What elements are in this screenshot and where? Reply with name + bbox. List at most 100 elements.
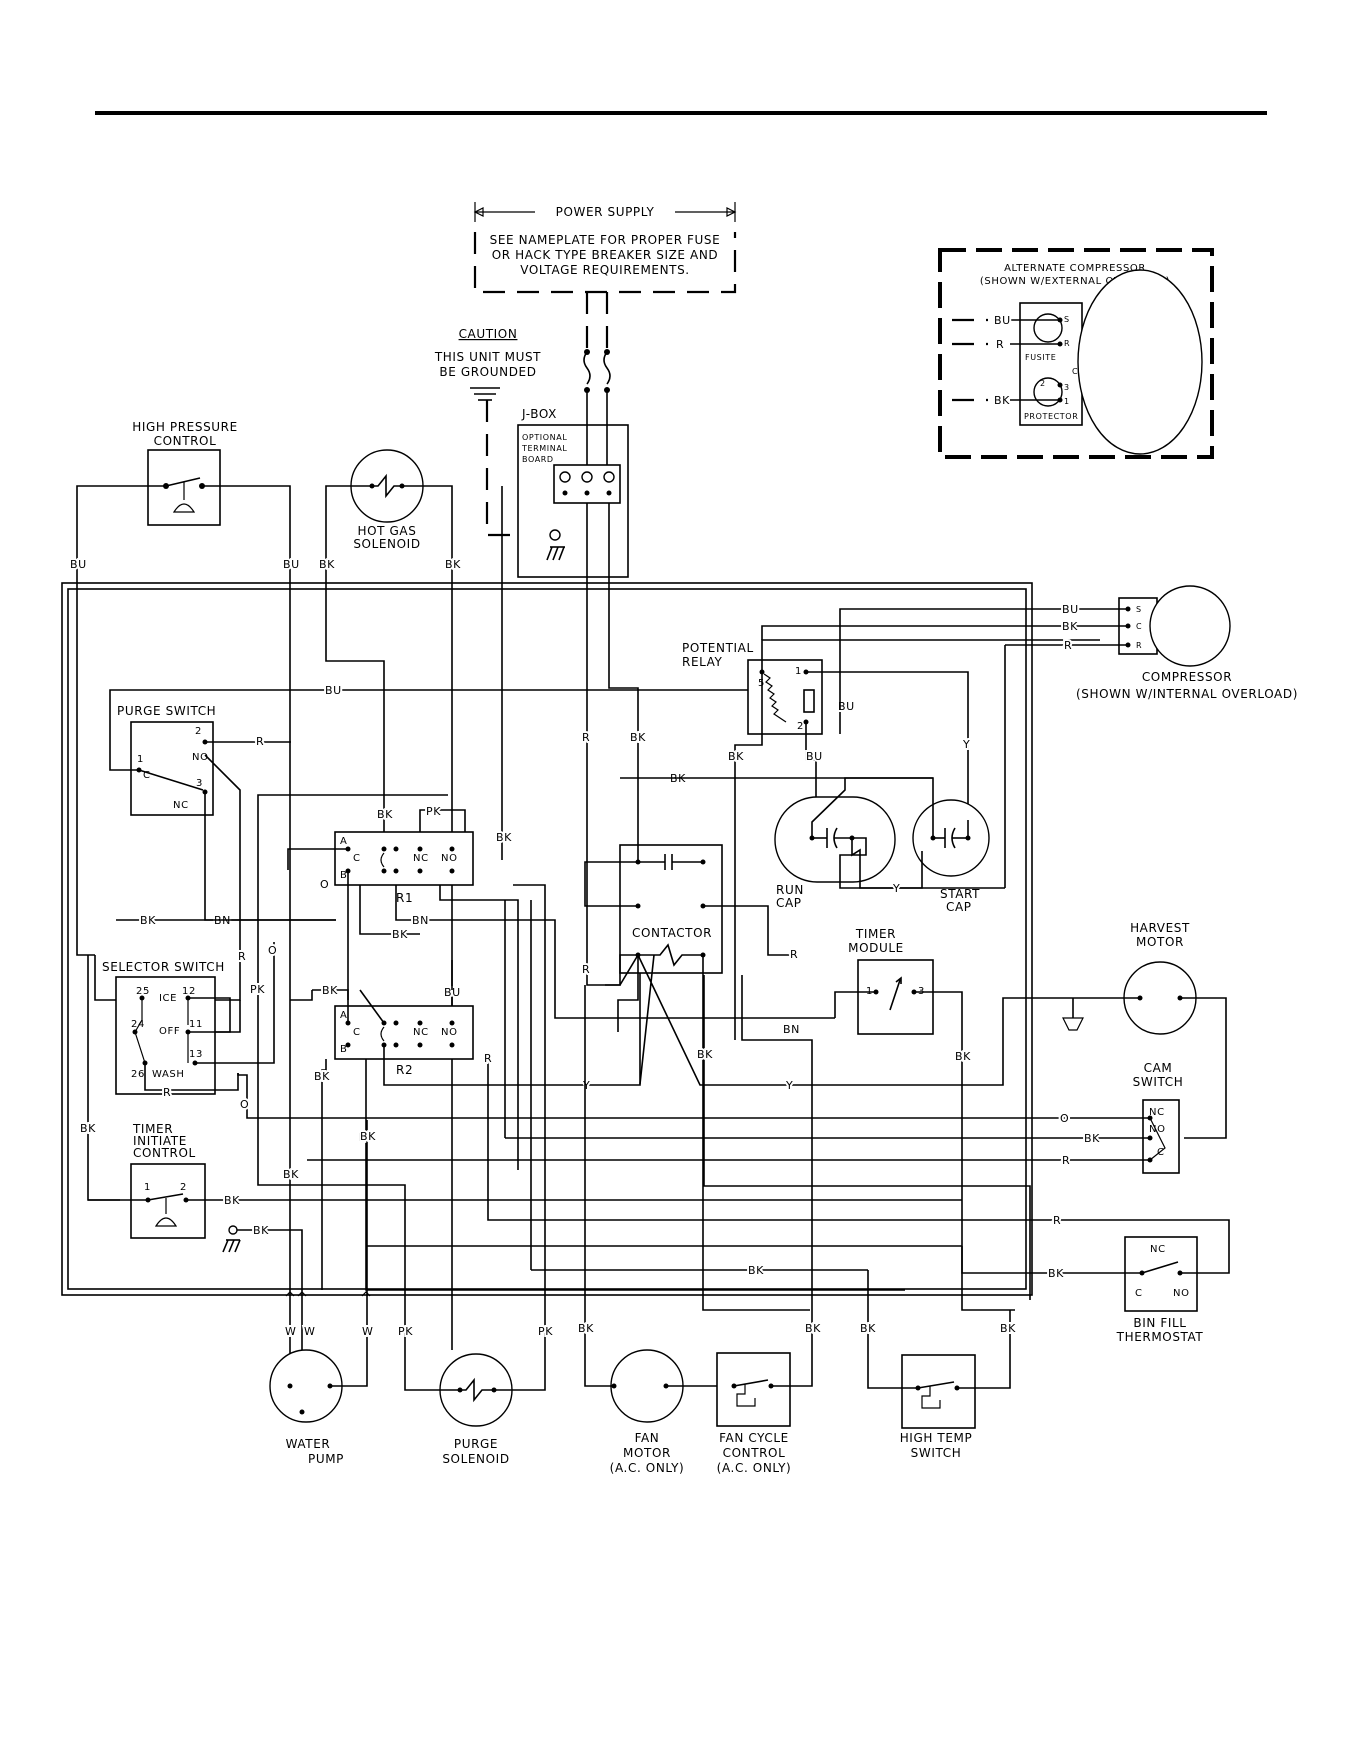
- wire-lbl-r-cam: R: [1062, 1154, 1070, 1167]
- sel-wash: WASH: [152, 1069, 184, 1080]
- wire-lbl-bu-pr: BU: [806, 750, 823, 763]
- cam-switch: CAM SWITCH NC NO C: [1133, 1061, 1184, 1174]
- wire-lbl-r-r2: R: [484, 1052, 492, 1065]
- fan-motor-label-2: MOTOR: [623, 1446, 671, 1460]
- sel-26: 26: [131, 1069, 145, 1080]
- power-supply-note-3: VOLTAGE REQUIREMENTS.: [520, 263, 689, 277]
- harvest-motor-label-2: MOTOR: [1136, 935, 1184, 949]
- wire-lbl-r-purge: R: [256, 735, 264, 748]
- alt-protector: PROTECTOR: [1024, 412, 1078, 421]
- wire-lbl-o-sel: O: [268, 944, 277, 957]
- hot-gas-solenoid: HOT GAS SOLENOID: [350, 449, 424, 551]
- pr-label-2: RELAY: [682, 655, 723, 669]
- wire-lbl-r-sel-bottom: R: [163, 1086, 171, 1099]
- jbox-sub-3: BOARD: [522, 455, 554, 464]
- tic-term-1: 1: [144, 1182, 151, 1193]
- power-supply-title: POWER SUPPLY: [556, 205, 655, 219]
- alt-compressor-line-1: ALTERNATE COMPRESSOR: [1004, 263, 1146, 274]
- cam-switch-label-1: CAM: [1144, 1061, 1173, 1075]
- control-box-outer: [61, 582, 1033, 1296]
- wire-lbl-o-sel-2: O: [240, 1098, 249, 1111]
- fan-motor-label-3: (A.C. ONLY): [610, 1461, 685, 1475]
- wire-lbl-bk-contactor: BK: [630, 731, 646, 744]
- tic-label-3: CONTROL: [133, 1146, 196, 1160]
- contactor: CONTACTOR: [619, 844, 723, 974]
- wire-lbl-o-r1: O: [320, 878, 329, 891]
- power-supply-note-2: OR HACK TYPE BREAKER SIZE AND: [492, 248, 719, 262]
- comp-term-s: S: [1136, 605, 1142, 614]
- wire-lbl-bk-tic: BK: [224, 1194, 240, 1207]
- run-cap-label-1: RUN: [776, 883, 804, 897]
- contactor-label: CONTACTOR: [632, 926, 712, 940]
- wire-lbl-y-pr: Y: [962, 738, 970, 751]
- wire-lbl-bk-ground: BK: [253, 1224, 269, 1237]
- wire-lbl-bk-r1-top: BK: [377, 808, 393, 821]
- fcc-label-3: (A.C. ONLY): [717, 1461, 792, 1475]
- tic-term-2: 2: [180, 1182, 187, 1193]
- timer-initiate-control: TIMER INITIATE CONTROL 1 2: [130, 1122, 206, 1239]
- jbox-title: J-BOX: [521, 407, 557, 421]
- wire-lbl-bk-hgs-left: BK: [319, 558, 335, 571]
- cam-term-no: NO: [1149, 1124, 1166, 1135]
- r1-label: R1: [396, 891, 413, 905]
- wire-lbl-bk-sel-left: BK: [80, 1122, 96, 1135]
- caution-line-1: THIS UNIT MUST: [434, 350, 541, 364]
- wire-lbl-bu-hpc-right: BU: [283, 558, 300, 571]
- wire-lbl-bk-box-left: BK: [283, 1168, 299, 1181]
- fan-cycle-control: FAN CYCLE CONTROL (A.C. ONLY): [716, 1352, 792, 1475]
- hts-label-2: SWITCH: [911, 1446, 962, 1460]
- wire-lbl-pk-sel: PK: [250, 983, 265, 996]
- wire-lbl-o-cam: O: [1060, 1112, 1069, 1125]
- wire-lbl-r-contactor-3: R: [790, 948, 798, 961]
- wire-lbl-bk-cam: BK: [1084, 1132, 1100, 1145]
- alt-term-1: 1: [1064, 397, 1070, 406]
- tic-label-2: INITIATE: [133, 1134, 187, 1148]
- fcc-label-1: FAN CYCLE: [719, 1431, 789, 1445]
- purge-solenoid: PURGE SOLENOID: [439, 1353, 513, 1466]
- wire-lbl-bk-r2-left: BK: [322, 984, 338, 997]
- wire-lbl-bk-pr: BK: [728, 750, 744, 763]
- alternate-compressor-block: ALTERNATE COMPRESSOR (SHOWN W/EXTERNAL O…: [938, 248, 1214, 459]
- sel-off: OFF: [159, 1026, 180, 1037]
- ps-term-nc: NC: [173, 800, 189, 811]
- relay-r1: A C B NC NO R1: [334, 831, 474, 905]
- compressor-label-1: COMPRESSOR: [1142, 670, 1232, 684]
- fan-motor-label-1: FAN: [635, 1431, 660, 1445]
- wire-lbl-bk-hts-left: BK: [860, 1322, 876, 1335]
- cam-switch-label-2: SWITCH: [1133, 1075, 1184, 1089]
- alt-wire-r: R: [996, 338, 1004, 351]
- purge-solenoid-label-2: SOLENOID: [442, 1452, 509, 1466]
- purge-switch: PURGE SWITCH 1 C 2 NO 3 NC: [117, 704, 216, 816]
- hpc-label-2: CONTROL: [154, 434, 217, 448]
- sel-24: 24: [131, 1019, 145, 1030]
- hpc-label-1: HIGH PRESSURE: [132, 420, 238, 434]
- wire-lbl-bu-comp: BU: [1062, 603, 1079, 616]
- wire-lbl-bk-binfill: BK: [1048, 1267, 1064, 1280]
- ps-term-3: 3: [196, 778, 203, 789]
- timer-module: TIMER MODULE 1 3: [848, 927, 934, 1035]
- alt-term-3: 3: [1064, 383, 1070, 392]
- wire-lbl-bk-r1-right: BK: [496, 831, 512, 844]
- wire-lbl-pk-ps-left: PK: [398, 1325, 413, 1338]
- bft-term-no: NO: [1173, 1288, 1190, 1299]
- hts-label-1: HIGH TEMP: [900, 1431, 973, 1445]
- sel-13: 13: [189, 1049, 203, 1060]
- pr-label-1: POTENTIAL: [682, 641, 754, 655]
- fcc-label-2: CONTROL: [723, 1446, 786, 1460]
- alt-term-2: 2: [1040, 379, 1046, 388]
- alt-term-r: R: [1064, 339, 1070, 348]
- wire-lbl-bk-hgs-right: BK: [445, 558, 461, 571]
- r2-label: R2: [396, 1063, 413, 1077]
- wire-lbl-pk-r1-top: PK: [426, 805, 441, 818]
- r2-term-c: C: [353, 1027, 361, 1038]
- wire-lbl-r-comp: R: [1064, 639, 1072, 652]
- relay-r2: A C B NC NO R2: [334, 1005, 474, 1077]
- r2-term-no: NO: [441, 1027, 458, 1038]
- jbox-sub-2: TERMINAL: [521, 444, 567, 453]
- wire-lbl-y-harvest: Y: [785, 1079, 793, 1092]
- bft-term-nc: NC: [1150, 1244, 1166, 1255]
- ps-term-2: 2: [195, 726, 202, 737]
- r1-term-b: B: [340, 870, 347, 881]
- pr-term-5: 5: [758, 678, 765, 689]
- high-temp-switch: HIGH TEMP SWITCH: [900, 1354, 976, 1460]
